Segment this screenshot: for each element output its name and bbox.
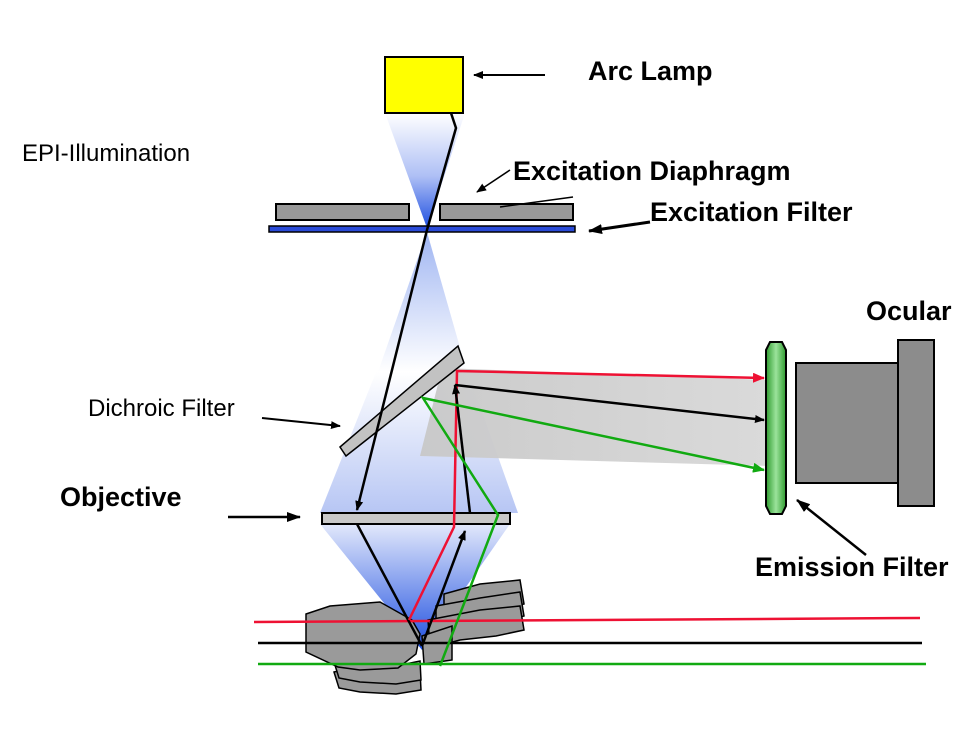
excitation-filter-bar xyxy=(268,225,576,233)
emission-filter-element xyxy=(765,341,787,515)
arc-lamp-label: Arc Lamp xyxy=(588,56,713,86)
dichroic-filter-label: Dichroic Filter xyxy=(88,395,235,422)
objective-label: Objective xyxy=(60,482,182,512)
black-reflect-ray xyxy=(454,383,765,423)
epi-illumination-label: EPI-Illumination xyxy=(22,140,191,167)
dichroic-filter-arrow xyxy=(261,417,341,430)
excitation-filter-label: Excitation Filter xyxy=(650,197,853,227)
excitation-diaphragm-label: Excitation Diaphragm xyxy=(513,156,791,186)
excitation-diaphragm-right xyxy=(439,203,574,221)
green-emission-ray xyxy=(420,396,765,667)
excitation-ray-lower xyxy=(355,523,424,647)
excitation-diaphragm-left xyxy=(275,203,410,221)
emission-filter-label: Emission Filter xyxy=(755,552,949,582)
red-reference-line xyxy=(253,616,921,624)
specimen xyxy=(305,579,525,695)
excitation-diaphragm-arrow xyxy=(476,169,511,193)
ocular-label: Ocular xyxy=(866,296,952,326)
focus-light-cone xyxy=(320,524,510,650)
lamp-light-cone xyxy=(385,113,465,228)
arc-lamp-box xyxy=(384,56,464,114)
emission-beam xyxy=(420,368,770,466)
ocular-eyepiece xyxy=(897,339,935,507)
excitation-filter-arrow xyxy=(588,220,651,235)
objective-bar xyxy=(321,512,511,525)
emission-filter-arrow xyxy=(796,499,867,556)
black-emission-ray xyxy=(420,530,467,647)
ocular-body xyxy=(795,362,901,484)
dichroic-filter-plate xyxy=(339,344,465,458)
excitation-ray xyxy=(355,112,458,511)
excitation-diaphragm-leader xyxy=(499,196,574,208)
